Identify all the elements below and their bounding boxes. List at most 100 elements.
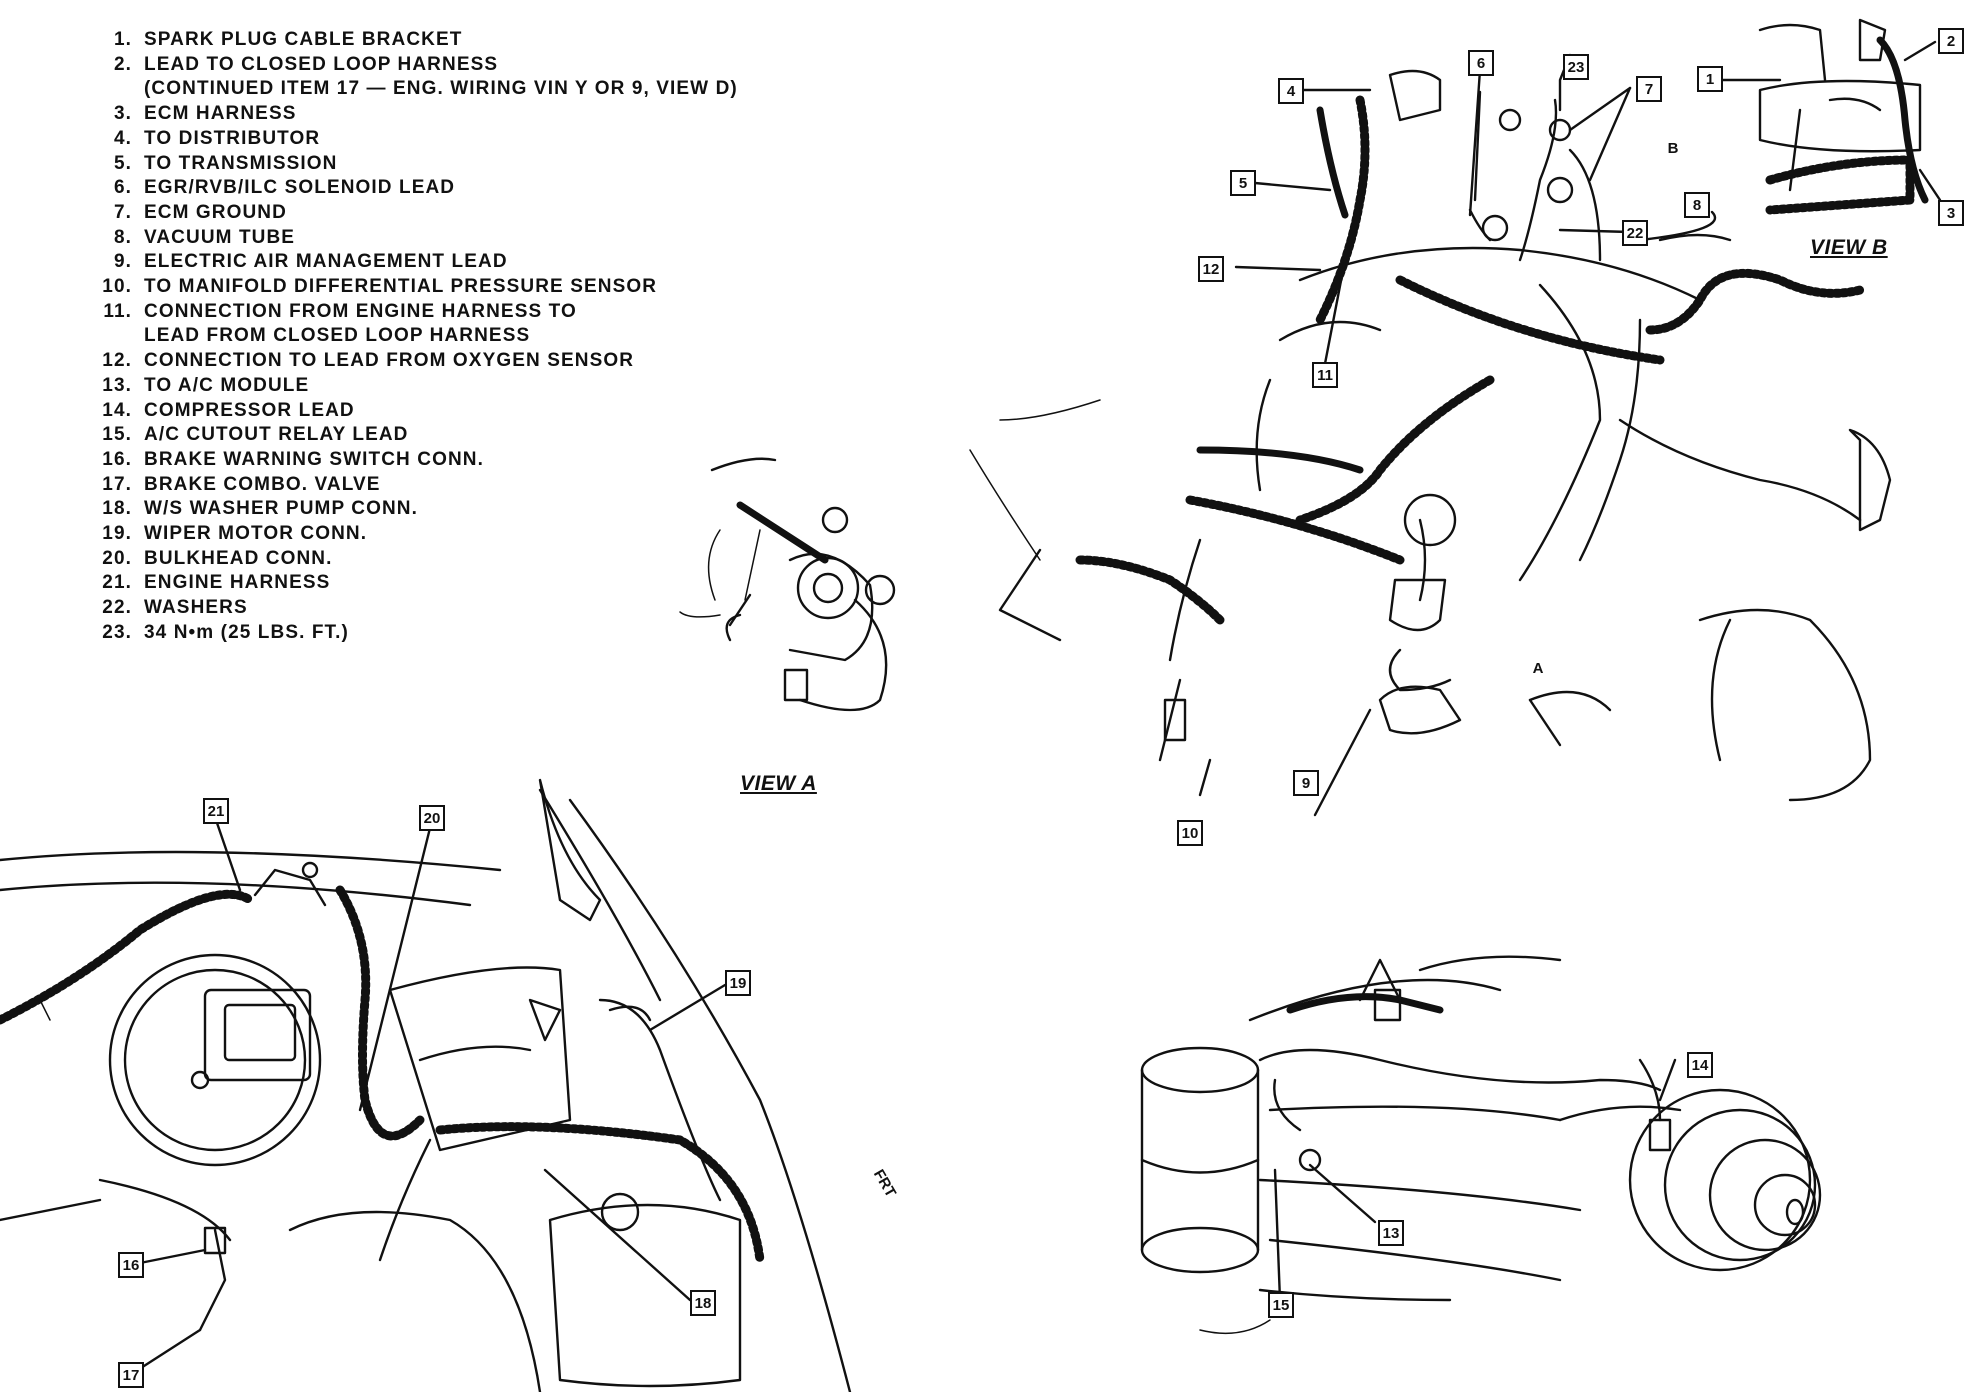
legend-item: 3. ECM HARNESS bbox=[84, 102, 738, 127]
legend-item-text: ECM HARNESS bbox=[144, 103, 297, 125]
legend-item: 23. 34 N•m (25 LBS. FT.) bbox=[84, 621, 738, 646]
legend-item-number: 23. bbox=[102, 621, 132, 643]
legend-item: 18. W/S WASHER PUMP CONN. bbox=[84, 497, 738, 522]
callout-15: 15 bbox=[1268, 1292, 1294, 1318]
callout-16: 16 bbox=[118, 1252, 144, 1278]
legend-item-number: 22. bbox=[102, 597, 132, 619]
legend-item: 1. SPARK PLUG CABLE BRACKET bbox=[84, 28, 738, 53]
legend-item-text: TO A/C MODULE bbox=[144, 374, 310, 396]
callout-20: 20 bbox=[419, 805, 445, 831]
legend-item-text: TO TRANSMISSION bbox=[144, 152, 338, 174]
callout-9: 9 bbox=[1293, 770, 1319, 796]
lower-right-drawing bbox=[1140, 955, 1822, 1335]
legend-item-number: 18. bbox=[102, 498, 132, 520]
engine-main-drawing bbox=[969, 68, 1892, 802]
legend-item-number: 15. bbox=[102, 424, 132, 446]
legend-item-number: 11. bbox=[103, 300, 132, 322]
legend-item-text: COMPRESSOR LEAD bbox=[144, 399, 355, 421]
callout-17: 17 bbox=[118, 1362, 144, 1388]
arrow-a-label: A bbox=[1532, 659, 1544, 677]
legend-item: 4. TO DISTRIBUTOR bbox=[84, 127, 738, 152]
legend-item-number: 19. bbox=[102, 523, 132, 545]
legend-item: 13. TO A/C MODULE bbox=[84, 374, 738, 399]
legend-item-text: ELECTRIC AIR MANAGEMENT LEAD bbox=[144, 251, 508, 273]
legend-item-text: BRAKE COMBO. VALVE bbox=[144, 473, 381, 495]
legend-item-text: A/C CUTOUT RELAY LEAD bbox=[144, 424, 409, 446]
callout-5: 5 bbox=[1230, 170, 1256, 196]
callout-4: 4 bbox=[1278, 78, 1304, 104]
legend-item: 22. WASHERS bbox=[84, 596, 738, 621]
callout-19: 19 bbox=[725, 970, 751, 996]
legend-item: 6. EGR/RVB/ILC SOLENOID LEAD bbox=[84, 176, 738, 201]
callout-14: 14 bbox=[1687, 1052, 1713, 1078]
legend-item-number: 7. bbox=[113, 201, 132, 223]
legend-item-number: 9. bbox=[113, 251, 132, 273]
legend-item-text: TO MANIFOLD DIFFERENTIAL PRESSURE SENSOR bbox=[144, 276, 658, 298]
callout-1: 1 bbox=[1697, 66, 1723, 92]
view-b-label: VIEW B bbox=[1810, 236, 1888, 259]
callout-2: 2 bbox=[1938, 28, 1964, 54]
legend-item-number: 2. bbox=[113, 53, 132, 75]
callout-13: 13 bbox=[1378, 1220, 1404, 1246]
arrow-b-label: B bbox=[1667, 139, 1679, 157]
legend-item-text: EGR/RVB/ILC SOLENOID LEAD bbox=[144, 177, 456, 199]
legend-item-text: BRAKE WARNING SWITCH CONN. bbox=[144, 448, 484, 470]
legend-item-number: 20. bbox=[102, 547, 132, 569]
parts-legend: 1. SPARK PLUG CABLE BRACKET 2. LEAD TO CLOS… bbox=[84, 28, 738, 646]
legend-item-number: 1. bbox=[113, 29, 132, 50]
legend-item-text: WASHERS bbox=[144, 597, 248, 619]
legend-item-text: 34 N•m (25 LBS. FT.) bbox=[144, 621, 349, 643]
legend-item-number: 12. bbox=[102, 350, 132, 372]
legend-item-number: 3. bbox=[113, 103, 132, 125]
legend-item-number: 17. bbox=[102, 473, 132, 495]
legend-item-number: 6. bbox=[113, 177, 132, 199]
legend-item: 11. CONNECTION FROM ENGINE HARNESS TO bbox=[84, 300, 738, 325]
legend-item-text: TO DISTRIBUTOR bbox=[144, 127, 321, 149]
legend-item-number: 10. bbox=[102, 276, 132, 298]
legend-item: 15. A/C CUTOUT RELAY LEAD bbox=[84, 423, 738, 448]
legend-item: 2. LEAD TO CLOSED LOOP HARNESS bbox=[84, 53, 738, 78]
legend-item: 12. CONNECTION TO LEAD FROM OXYGEN SENSOR bbox=[84, 349, 738, 374]
legend-item: 9. ELECTRIC AIR MANAGEMENT LEAD bbox=[84, 250, 738, 275]
legend-item: 16. BRAKE WARNING SWITCH CONN. bbox=[84, 448, 738, 473]
legend-item-text: LEAD TO CLOSED LOOP HARNESS bbox=[144, 53, 499, 75]
legend-item-text: BULKHEAD CONN. bbox=[144, 547, 333, 569]
legend-item-continuation: (CONTINUED ITEM 17 — ENG. WIRING VIN Y O… bbox=[144, 78, 738, 100]
callout-10: 10 bbox=[1177, 820, 1203, 846]
callout-3: 3 bbox=[1938, 200, 1964, 226]
legend-item-text: W/S WASHER PUMP CONN. bbox=[144, 498, 418, 520]
callout-23: 23 bbox=[1563, 54, 1589, 80]
legend-item-text: VACUUM TUBE bbox=[144, 226, 296, 248]
legend-item-number: 13. bbox=[102, 374, 132, 396]
legend-item-continuation: LEAD FROM CLOSED LOOP HARNESS bbox=[144, 325, 531, 347]
legend-item-text: WIPER MOTOR CONN. bbox=[144, 523, 368, 545]
legend-item: 21. ENGINE HARNESS bbox=[84, 571, 738, 596]
callout-11: 11 bbox=[1312, 362, 1338, 388]
legend-item: 5. TO TRANSMISSION bbox=[84, 152, 738, 177]
callout-7: 7 bbox=[1636, 76, 1662, 102]
leader-lines bbox=[128, 40, 1942, 1377]
legend-item-number: 14. bbox=[102, 399, 132, 421]
view-a-label: VIEW A bbox=[740, 772, 817, 795]
legend-item-number: 4. bbox=[113, 127, 132, 149]
callout-8: 8 bbox=[1684, 192, 1710, 218]
legend-item: 17. BRAKE COMBO. VALVE bbox=[84, 473, 738, 498]
legend-item-number: 5. bbox=[113, 152, 132, 174]
legend-item-text: ECM GROUND bbox=[144, 201, 287, 223]
callout-6: 6 bbox=[1468, 50, 1494, 76]
legend-item: 10. TO MANIFOLD DIFFERENTIAL PRESSURE SEN… bbox=[84, 275, 738, 300]
legend-item-number: 21. bbox=[102, 572, 132, 594]
legend-item-number: 16. bbox=[102, 448, 132, 470]
legend-item-text: CONNECTION TO LEAD FROM OXYGEN SENSOR bbox=[144, 350, 635, 372]
legend-item: 8. VACUUM TUBE bbox=[84, 226, 738, 251]
callout-12: 12 bbox=[1198, 256, 1224, 282]
legend-item-number: 8. bbox=[113, 226, 132, 248]
legend-item-text: SPARK PLUG CABLE BRACKET bbox=[144, 29, 463, 50]
view-b-drawing bbox=[1758, 18, 1929, 215]
callout-21: 21 bbox=[203, 798, 229, 824]
callout-18: 18 bbox=[690, 1290, 716, 1316]
legend-item-text: CONNECTION FROM ENGINE HARNESS TO bbox=[144, 300, 577, 322]
legend-item: 7. ECM GROUND bbox=[84, 201, 738, 226]
legend-item-text: ENGINE HARNESS bbox=[144, 572, 331, 594]
